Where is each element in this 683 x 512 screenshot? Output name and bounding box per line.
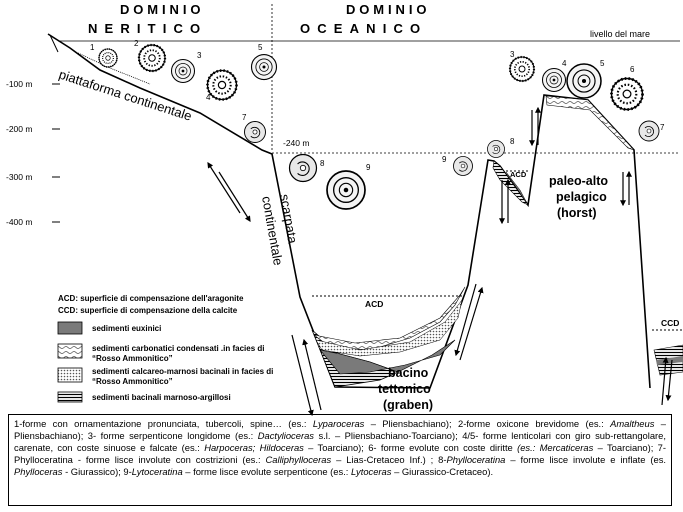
caption-text-run: 1-forme con ornamentazione pronunciata, … (14, 418, 313, 429)
legend-swatch-euxinic (57, 321, 83, 335)
caption-italic-run: Phylloceras (14, 466, 63, 478)
platform-underline (49, 34, 59, 53)
legend: sedimenti euxinici sedimenti carbonatici… (57, 321, 273, 403)
caption-text-run: s.l. – Pliensbachiano-Toarciano); 4/5- f… (14, 430, 666, 454)
caption-text-run: - Giurassico); 9- (62, 466, 132, 478)
ammonite-number: 6 (630, 65, 635, 74)
caption-italic-run: Harpoceras; Hildoceras (204, 442, 304, 454)
horst-label-1: paleo-alto (549, 174, 608, 188)
ammonite-number: 4 (562, 59, 567, 68)
ammonite-number: 5 (258, 43, 263, 52)
header-right-bottom: OCEANICO (300, 21, 427, 36)
caption-text-run: – Toarciano); 7- Phylloceratina - forme … (14, 442, 666, 466)
legend-label: sedimenti carbonatici condensati .in fac… (92, 344, 265, 353)
depth-label: -400 m (6, 217, 32, 227)
ammonite-number: 8 (510, 137, 515, 146)
basin-dotted-layer (315, 299, 463, 357)
caption-italic-run: Calliphylloceras (265, 454, 332, 466)
ammonite-number: 7 (660, 123, 665, 132)
small-block-layer (492, 160, 529, 206)
legend-label: “Rosso Ammonitico” (92, 377, 173, 386)
small-block-euxinic (505, 171, 529, 206)
caption-italic-run: Lyparoceras (312, 418, 365, 429)
legend-label: sedimenti bacinali marnoso-argillosi (92, 393, 231, 402)
platform-surface-hatch (77, 52, 151, 85)
legend-swatch-condensed (57, 343, 83, 359)
acd-label-basin: ACD (365, 299, 383, 309)
ammonite-number: 7 (242, 113, 247, 122)
basin-label-1: bacino (388, 366, 429, 380)
basin-label-3: (graben) (383, 398, 433, 412)
legend-label: sedimenti calcareo-marnosi bacinali in f… (92, 367, 273, 376)
caption-text-run: – Toarciano); 6- forme evolute con coste… (303, 442, 518, 454)
depth-axis: -100 m -200 m -300 m -400 m (6, 79, 60, 227)
ammonite-numbers: 1 2 3 4 5 7 8 9 9 8 3 4 5 6 7 (90, 39, 665, 172)
caption-text-run: – Pliensbachiano); 3- forme serpenticone… (14, 418, 666, 442)
ammonite-number: 4 (206, 93, 211, 102)
horst-label-2: pelagico (556, 190, 607, 204)
header-right-top: DOMINIO (346, 2, 430, 17)
depth-label: -100 m (6, 79, 32, 89)
horst-label-3: (horst) (557, 206, 597, 220)
ammonite-number: 9 (366, 163, 371, 172)
ccd-definition: CCD: superficie di compensazione della c… (58, 306, 238, 315)
header-left-bottom: NERITICO (88, 21, 207, 36)
caption-text-run: – forme lisce evolute serpenticone (es.: (182, 466, 351, 478)
basin-euxinic-layer (319, 339, 456, 375)
header-left-top: DOMINIO (120, 2, 204, 17)
depth-label: -200 m (6, 124, 32, 134)
ammonite-number: 3 (197, 51, 202, 60)
depth-label: -300 m (6, 172, 32, 182)
legend-swatch-marly (57, 367, 83, 383)
ammonite-number: 9 (442, 155, 447, 164)
sea-level-label: livello del mare (590, 29, 650, 39)
caption-italic-run: (es.: Mercaticeras (517, 442, 594, 454)
caption-italic-run: Lytoceratina (131, 466, 183, 478)
fault-arrows (207, 106, 673, 417)
caption-italic-run: Phylloceratina (446, 454, 506, 466)
caption-text-run: – Lias-Cretaceo Inf.) ; 8- (331, 454, 447, 466)
ammonite-number: 5 (600, 59, 605, 68)
ccd-label: CCD (661, 318, 679, 328)
caption-box: 1-forme con ornamentazione pronunciata, … (8, 414, 672, 506)
basin-label-2: tettonico (378, 382, 431, 396)
horst-condensed-layer (545, 95, 635, 151)
ammonite-number: 3 (510, 50, 515, 59)
acd-definition: ACD: superficie di compensazione dell'ar… (58, 294, 244, 303)
caption-italic-run: Lytoceras (350, 466, 392, 478)
ammonite-number: 8 (320, 159, 325, 168)
seafloor-profile (47, 33, 651, 389)
acd-label-high: ACD (510, 170, 527, 179)
depth-240-label: -240 m (283, 138, 309, 148)
ammonite-number: 2 (134, 39, 139, 48)
caption-italic-run: Amaltheus (610, 418, 655, 429)
legend-label: sedimenti euxinici (92, 324, 161, 333)
ammonite-number: 1 (90, 43, 95, 52)
caption-italic-run: Dactylioceras (257, 430, 314, 442)
caption-text-run: – forme lisce involute e inflate (es. (505, 454, 667, 466)
caption-text-run: – Giurassico-Cretaceo). (391, 466, 494, 478)
legend-label: “Rosso Ammonitico” (92, 354, 173, 363)
legend-swatch-clay (57, 391, 83, 403)
caption-text-run: – Pliensbachiano); 2-forme oxicone brevi… (364, 418, 611, 429)
